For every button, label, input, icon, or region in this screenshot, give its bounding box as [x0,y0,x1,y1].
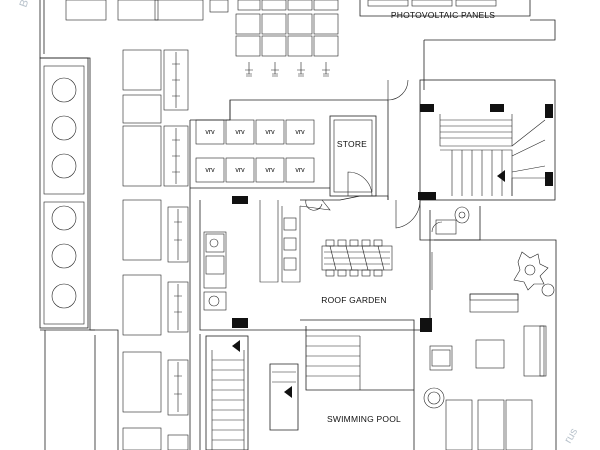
roof-garden-label: ROOF GARDEN [321,295,386,305]
vrv-label-5: vrv [205,167,215,174]
watermark-right: rus [562,426,580,446]
vrv-label-4: vrv [295,129,305,136]
solar-panel-grid [235,0,339,57]
staircase-top [418,79,556,201]
vrv-label-6: vrv [235,167,245,174]
vrv-label-1: vrv [205,129,215,136]
store-label: STORE [337,139,367,149]
vrv-label-7: vrv [265,167,275,174]
lounge-area [423,239,557,450]
store-room [329,79,409,200]
roof-garden-area [199,195,432,332]
swimming-pool-label: SWIMMING POOL [327,414,401,424]
watermark-left: Bu [18,0,34,9]
left-panel-boxes [122,49,189,450]
photovoltaic-area [359,0,556,90]
vrv-label-3: vrv [265,129,275,136]
building-outline [39,0,119,450]
vent-fixtures [245,62,330,77]
photovoltaic-panels-label: PHOTOVOLTAIC PANELS [391,10,495,20]
lower-stairs [199,319,415,450]
circle-column [43,65,85,325]
vrv-label-8: vrv [295,167,305,174]
top-left-panels [65,0,229,21]
vrv-units [195,119,315,183]
wc-area [395,199,481,241]
vrv-label-2: vrv [235,129,245,136]
dining-table [321,239,393,277]
